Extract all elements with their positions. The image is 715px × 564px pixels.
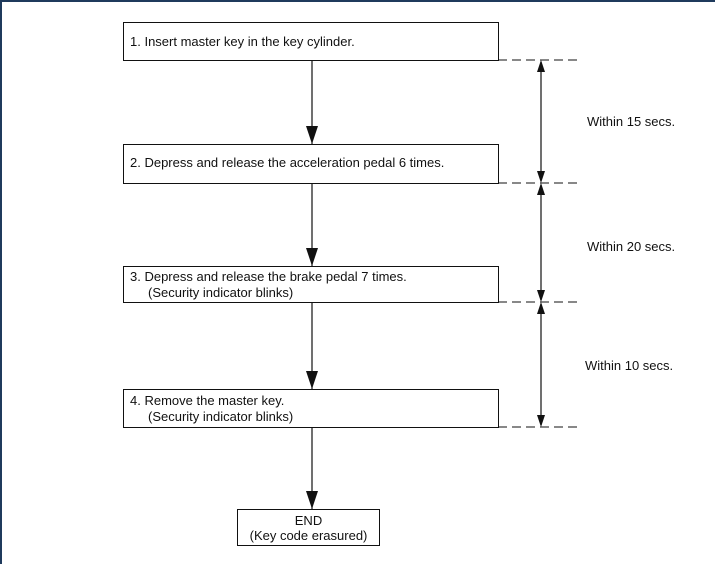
- interval-arrow-15s: [537, 60, 545, 183]
- interval-arrow-10s: [537, 302, 545, 427]
- step-3-text: 3. Depress and release the brake pedal 7…: [130, 269, 407, 284]
- step-4-note: (Security indicator blinks): [148, 409, 294, 424]
- top-border: [0, 0, 715, 2]
- interval-label-15s: Within 15 secs.: [587, 114, 676, 129]
- arrowhead-4-end: [306, 491, 318, 509]
- end-note: (Key code erasured): [249, 528, 368, 543]
- interval-arrow-20s: [537, 183, 545, 302]
- step-2-text: 2. Depress and release the acceleration …: [130, 155, 445, 170]
- step-4-text: 4. Remove the master key.: [130, 393, 285, 408]
- step-1-box: 1. Insert master key in the key cylinder…: [123, 22, 499, 61]
- step-4-box: 4. Remove the master key. (Security indi…: [123, 389, 499, 428]
- interval-label-10s: Within 10 secs.: [585, 358, 674, 373]
- end-title: END: [294, 513, 323, 528]
- step-2-box: 2. Depress and release the acceleration …: [123, 144, 499, 184]
- interval-label-20s: Within 20 secs.: [587, 239, 676, 254]
- arrowhead-3-4: [306, 371, 318, 389]
- arrowhead-2-3: [306, 248, 318, 266]
- end-box: END (Key code erasured): [237, 509, 380, 546]
- arrowhead-1-2: [306, 126, 318, 144]
- step-3-note: (Security indicator blinks): [148, 285, 294, 300]
- step-3-box: 3. Depress and release the brake pedal 7…: [123, 266, 499, 303]
- left-border: [0, 0, 2, 564]
- step-1-text: 1. Insert master key in the key cylinder…: [130, 34, 355, 49]
